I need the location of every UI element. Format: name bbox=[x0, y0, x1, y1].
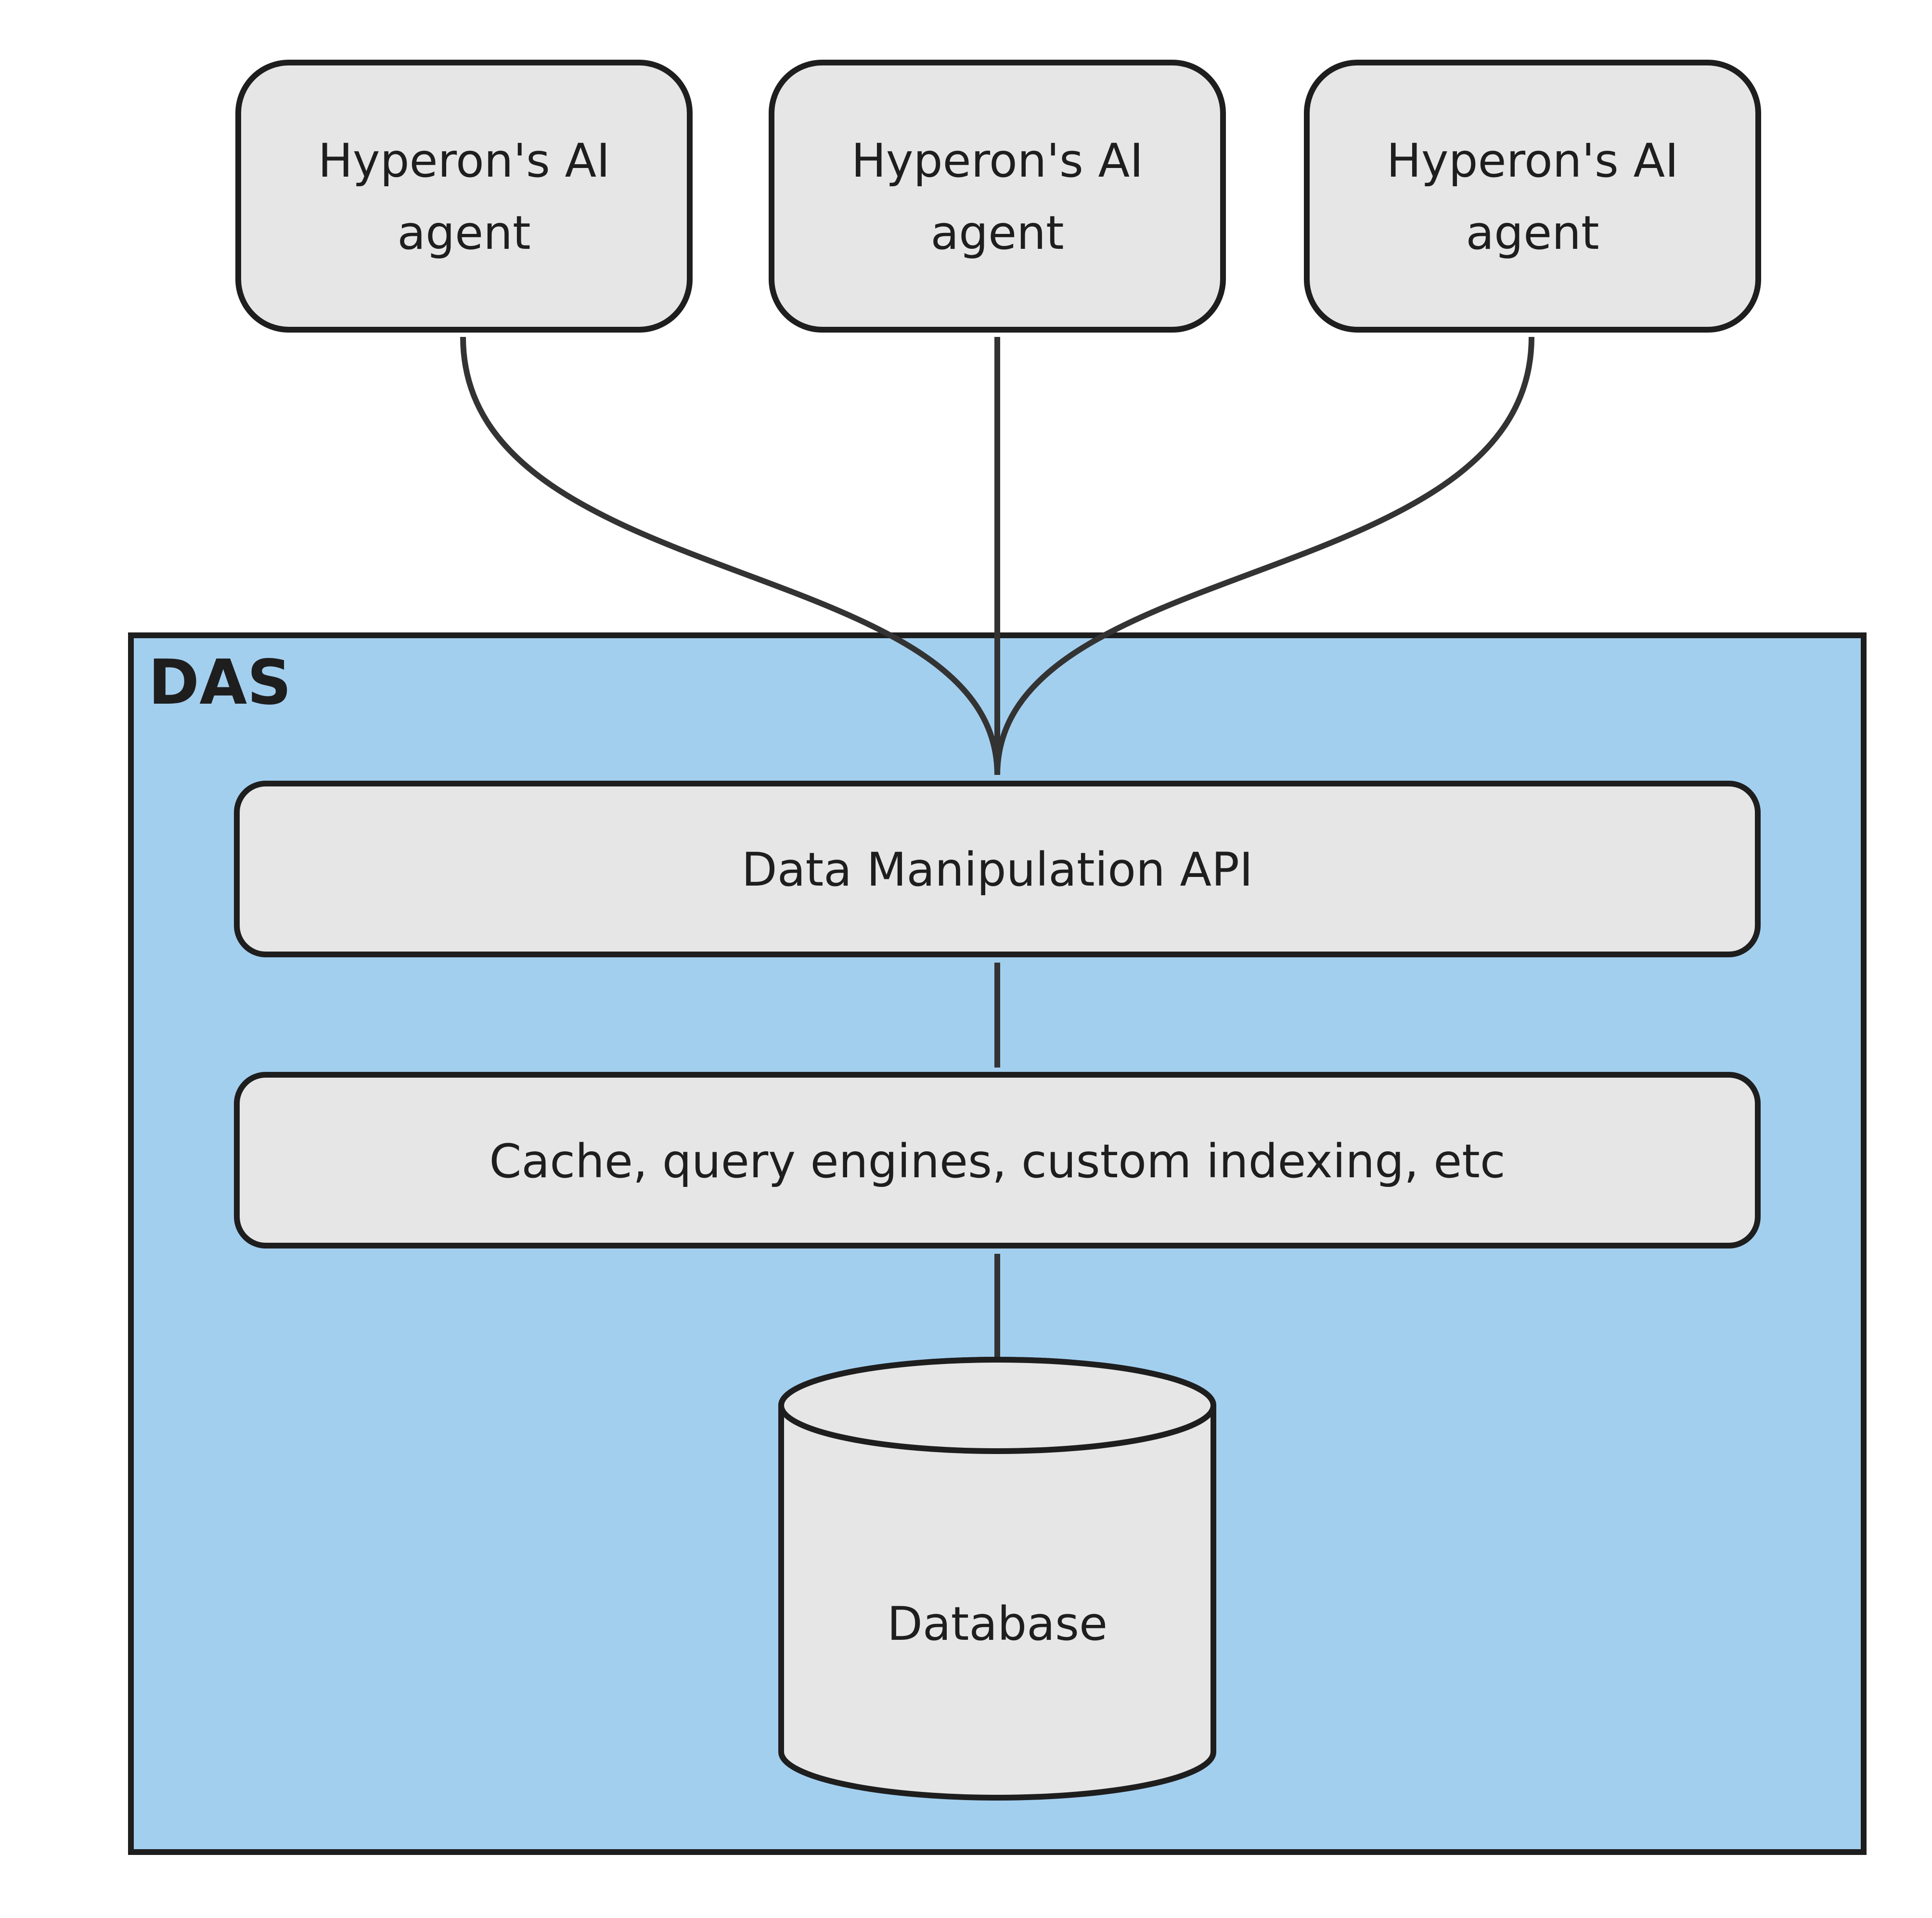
cache-node-box bbox=[234, 1072, 1761, 1249]
agent-node-box bbox=[769, 60, 1226, 333]
database-node[interactable]: Database bbox=[778, 1357, 1216, 1801]
api-node-label: Data Manipulation API bbox=[742, 843, 1253, 897]
das-group-title: DAS bbox=[148, 647, 292, 719]
agent-node-label-line2: agent bbox=[397, 206, 530, 260]
database-cylinder-top bbox=[778, 1357, 1216, 1454]
database-node-label: Database bbox=[887, 1597, 1108, 1651]
cache-node[interactable]: Cache, query engines, custom indexing, e… bbox=[234, 1072, 1761, 1249]
agent-node-label-line1: Hyperon's AI bbox=[318, 134, 610, 188]
agent-node-label-line1: Hyperon's AI bbox=[1387, 134, 1679, 188]
agent-node-label-line2: agent bbox=[930, 206, 1064, 260]
agent-node-label-line1: Hyperon's AI bbox=[851, 134, 1144, 188]
api-node-box bbox=[234, 781, 1761, 957]
agent-node[interactable]: Hyperon's AI agent bbox=[769, 60, 1226, 333]
cache-node-label: Cache, query engines, custom indexing, e… bbox=[489, 1134, 1505, 1188]
edge-agent-3-to-api bbox=[994, 336, 1534, 775]
agent-node-label-line2: agent bbox=[1466, 206, 1599, 260]
edge-agent-1-to-api bbox=[460, 336, 1000, 775]
agent-node[interactable]: Hyperon's AI agent bbox=[1304, 60, 1761, 333]
agent-node-box bbox=[1304, 60, 1761, 333]
agent-node[interactable]: Hyperon's AI agent bbox=[235, 60, 693, 333]
agent-node-box bbox=[235, 60, 693, 333]
edges bbox=[460, 336, 1534, 1362]
api-node[interactable]: Data Manipulation API bbox=[234, 781, 1761, 957]
